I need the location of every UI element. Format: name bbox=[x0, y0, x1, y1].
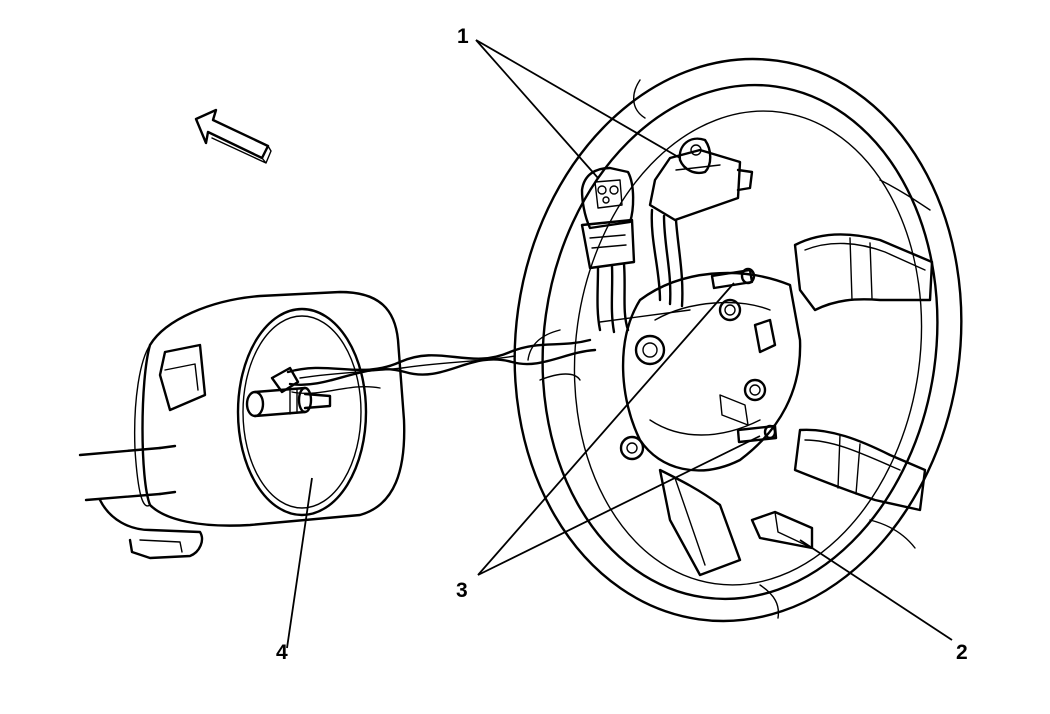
hub-bolt bbox=[718, 298, 742, 322]
callout-1: 1 bbox=[457, 25, 469, 48]
steering-wheel bbox=[513, 57, 963, 623]
direction-arrow-icon bbox=[194, 108, 272, 164]
hub-bolt bbox=[634, 334, 666, 366]
callout-4: 4 bbox=[276, 641, 288, 664]
wire-harness bbox=[286, 338, 597, 395]
callout-3: 3 bbox=[456, 579, 468, 602]
retaining-clip bbox=[736, 424, 778, 444]
wheel-tab bbox=[750, 510, 814, 550]
steering-column bbox=[78, 290, 406, 560]
callout-2: 2 bbox=[956, 641, 968, 664]
hub-bolt bbox=[619, 435, 645, 461]
hub-bolt bbox=[743, 378, 767, 402]
retaining-clip bbox=[710, 267, 756, 290]
leader-lines bbox=[286, 39, 953, 649]
airbag-connector-right bbox=[599, 137, 754, 323]
